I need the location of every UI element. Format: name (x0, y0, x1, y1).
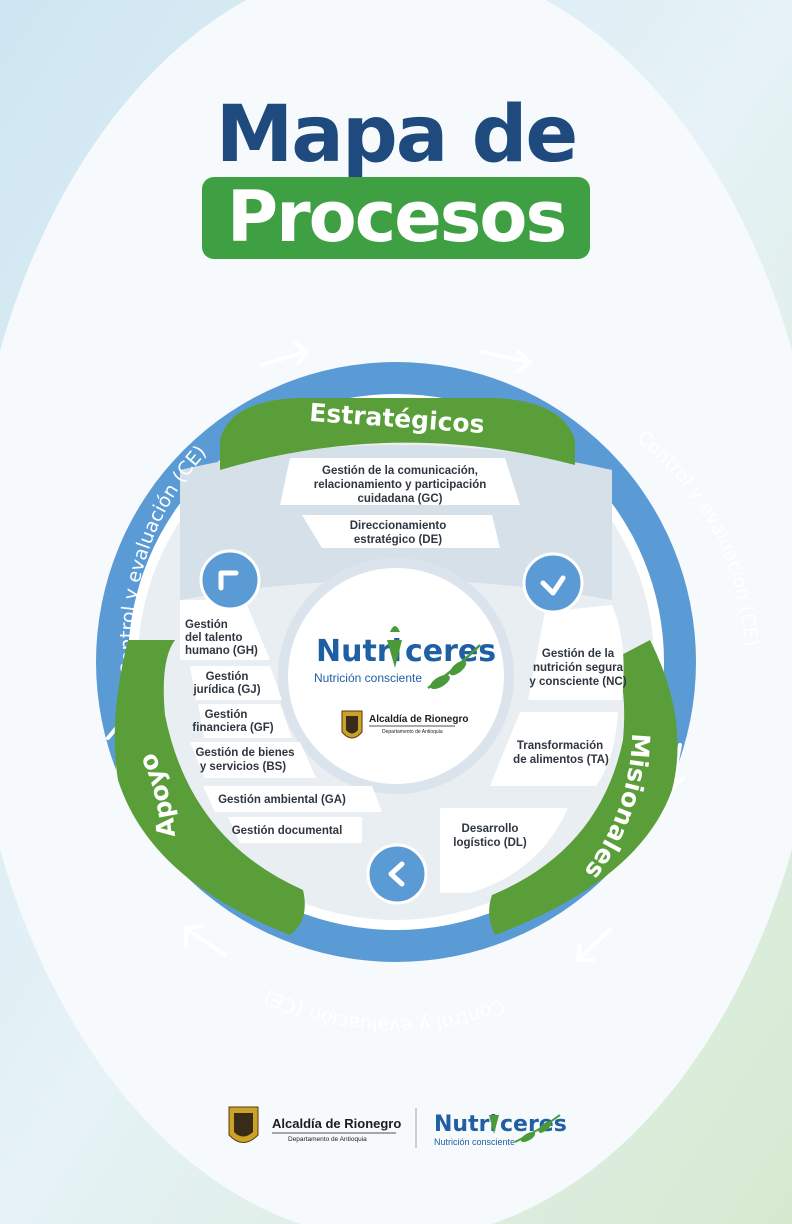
chevron-misionales-to-apoyo (366, 843, 428, 905)
chevron-apoyo-to-estrategicos (199, 549, 261, 611)
chevron-icon (388, 861, 405, 887)
box-nc-line-2: nutrición segura (533, 662, 624, 674)
box-bs (190, 742, 316, 778)
box-dl-line-1: Desarrollo (462, 823, 519, 835)
box-nc-line-3: y consciente (NC) (529, 676, 626, 688)
box-gh-line-2: del talento (185, 632, 243, 644)
footer-brand-a: Nutri (434, 1112, 497, 1137)
coat-of-arms-icon (228, 1106, 259, 1143)
arrow-icon (260, 350, 307, 367)
box-gj-line-1: Gestión (206, 671, 249, 683)
estrategicos-band (220, 398, 575, 470)
center-brand-a: Nutri (316, 634, 402, 669)
arrow-icon (293, 341, 309, 365)
box-bs-line-1: Gestión de bienes (195, 747, 294, 759)
box-gf (198, 704, 292, 738)
box-gf-line-1: Gestión (205, 709, 248, 721)
center-brand-b: ceres (405, 634, 496, 669)
box-ga (203, 786, 382, 812)
chevron-icon (540, 575, 566, 596)
box-dl (440, 808, 568, 893)
center-logo: Nutri ceres Nutrición consciente Alcaldí… (314, 626, 496, 739)
box-ta-line-2: de alimentos (TA) (513, 754, 609, 766)
box-gc-line-2: relacionamiento y participación (314, 479, 487, 491)
box-gh-line-3: humano (GH) (185, 645, 258, 657)
footer-departamento: Departamento de Antioquia (288, 1136, 367, 1143)
chevron-estrategicos-to-misionales (522, 552, 584, 614)
title-line-2: Procesos (226, 176, 567, 258)
box-gd-line-1: Gestión documental (232, 825, 343, 837)
box-nc (528, 605, 624, 700)
arrow-icon (516, 350, 532, 373)
center-departamento: Departamento de Antioquia (382, 729, 443, 735)
carrot-icon (387, 626, 402, 668)
center-tagline: Nutrición consciente (314, 671, 422, 685)
box-gj-line-2: jurídica (GJ) (192, 684, 260, 696)
box-de-line-2: estratégico (DE) (354, 534, 442, 546)
box-gc (280, 458, 520, 505)
apoyo-band (114, 640, 305, 935)
title-line-1: Mapa de (215, 90, 579, 180)
leaf-icon (427, 644, 481, 690)
box-bs-line-2: y servicios (BS) (200, 761, 286, 773)
footer-tagline: Nutrición consciente (434, 1137, 515, 1147)
footer-alcaldia: Alcaldía de Rionegro (272, 1116, 401, 1131)
chevron-icon (218, 570, 239, 591)
box-gd (228, 817, 362, 843)
arrow-icon (184, 924, 204, 947)
arrow-icon (578, 928, 612, 960)
box-ga-line-1: Gestión ambiental (GA) (218, 794, 346, 806)
ring-label-bottom: Control y evaluación (CE) (261, 985, 508, 1037)
arrow-icon (480, 350, 530, 364)
footer: Alcaldía de Rionegro Departamento de Ant… (228, 1106, 567, 1148)
box-dl-line-2: logístico (DL) (453, 837, 527, 849)
arrow-icon (576, 943, 595, 962)
center-alcaldia: Alcaldía de Rionegro (369, 714, 468, 725)
leaf-icon (514, 1114, 561, 1143)
box-gc-line-1: Gestión de la comunicación, (322, 465, 478, 477)
box-nc-line-1: Gestión de la (542, 648, 615, 660)
carrot-icon (489, 1115, 499, 1134)
box-ta (490, 712, 618, 786)
box-gc-line-3: cuidadana (GC) (358, 493, 443, 505)
box-de (302, 515, 500, 548)
misionales-band (489, 640, 678, 935)
box-gf-line-2: financiera (GF) (192, 722, 273, 734)
box-gj (190, 666, 282, 700)
box-gh (180, 600, 270, 660)
box-ta-line-1: Transformación (517, 740, 603, 752)
box-gh-line-1: Gestión (185, 619, 228, 631)
coat-of-arms-icon (341, 710, 363, 739)
arrow-icon (186, 928, 227, 957)
title-badge (202, 177, 590, 259)
box-de-line-1: Direccionamiento (350, 520, 447, 532)
